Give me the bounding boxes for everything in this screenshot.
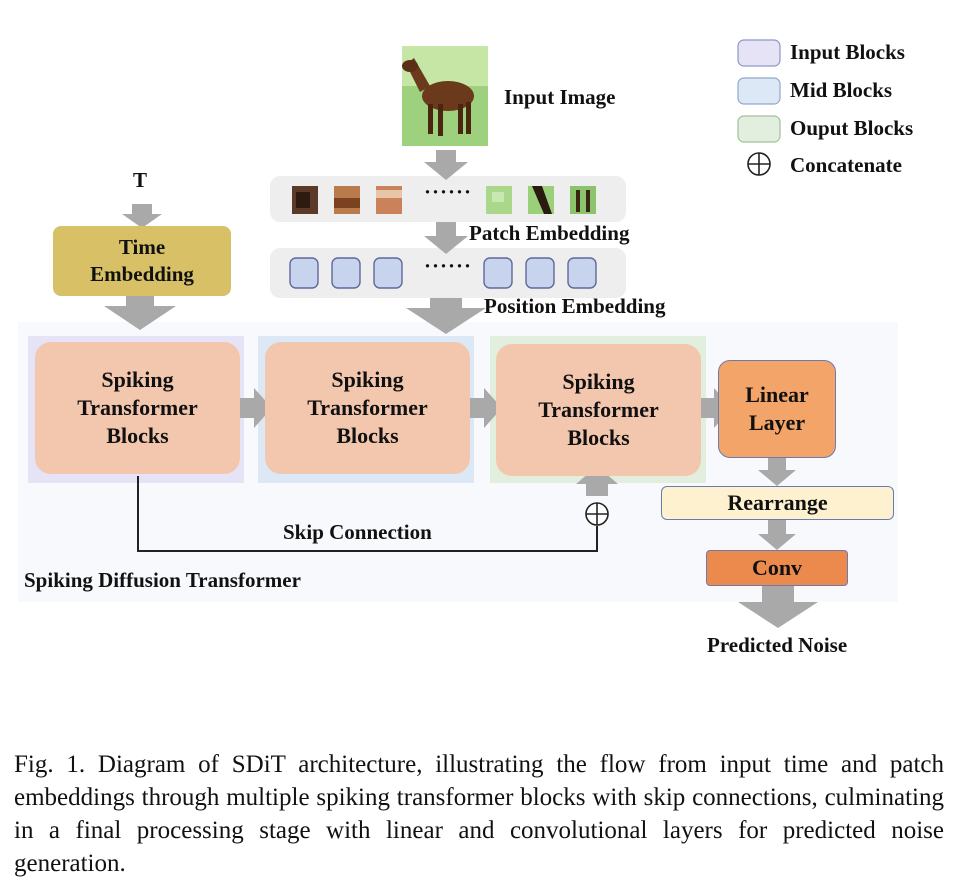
arrow-image-down: [424, 150, 468, 180]
rearrange-box: Rearrange: [661, 486, 894, 520]
legend-label-input: Input Blocks: [790, 40, 905, 64]
arrow-time-down: [104, 294, 176, 330]
arrow-stb2-stb3: [468, 388, 502, 428]
concat-symbol: [585, 502, 609, 526]
legend-swatch-mid: [737, 77, 781, 105]
arrow-conv-down: [738, 586, 818, 628]
token-ellipsis: ······: [424, 254, 473, 278]
arrow-stb1-stb2: [238, 388, 272, 428]
linear-layer-box: Linear Layer: [718, 360, 836, 458]
arrow-stb3-linear: [700, 388, 732, 428]
arrow-rearrange-down: [758, 520, 796, 550]
arrow-linear-down: [758, 458, 796, 486]
predicted-noise-label: Predicted Noise: [707, 633, 848, 657]
figure-caption: Fig. 1. Diagram of SDiT architecture, il…: [14, 751, 944, 877]
arrow-position-down: [406, 298, 486, 334]
legend-label-mid: Mid Blocks: [790, 78, 893, 102]
legend-concat-icon: [747, 152, 771, 176]
legend-swatch-input: [737, 39, 781, 67]
t-label: T: [133, 168, 148, 192]
stb-mid-block: Spiking Transformer Blocks: [265, 342, 470, 474]
legend-label-concatenate: Concatenate: [790, 153, 902, 177]
token-squares: [289, 257, 597, 289]
patch-thumbnails: [292, 186, 596, 214]
input-image-thumbnail: [402, 46, 488, 146]
skip-connection-label: Skip Connection: [283, 520, 432, 544]
arrow-t-down: [122, 204, 162, 228]
position-embedding-label: Position Embedding: [484, 294, 666, 318]
arrow-skip-up: [576, 466, 618, 496]
stb-output-block: Spiking Transformer Blocks: [496, 344, 701, 476]
stb-input-block: Spiking Transformer Blocks: [35, 342, 240, 474]
skip-connection-line: [137, 476, 598, 552]
input-image-label: Input Image: [504, 85, 616, 109]
container-label: Spiking Diffusion Transformer: [24, 568, 301, 592]
arrow-patch-down: [424, 222, 468, 254]
time-embedding-box: Time Embedding: [53, 226, 231, 296]
legend-label-output: Ouput Blocks: [790, 116, 914, 140]
conv-box: Conv: [706, 550, 848, 586]
legend-swatch-output: [737, 115, 781, 143]
patch-embedding-label: Patch Embedding: [469, 221, 630, 245]
patch-ellipsis: ······: [424, 180, 473, 204]
